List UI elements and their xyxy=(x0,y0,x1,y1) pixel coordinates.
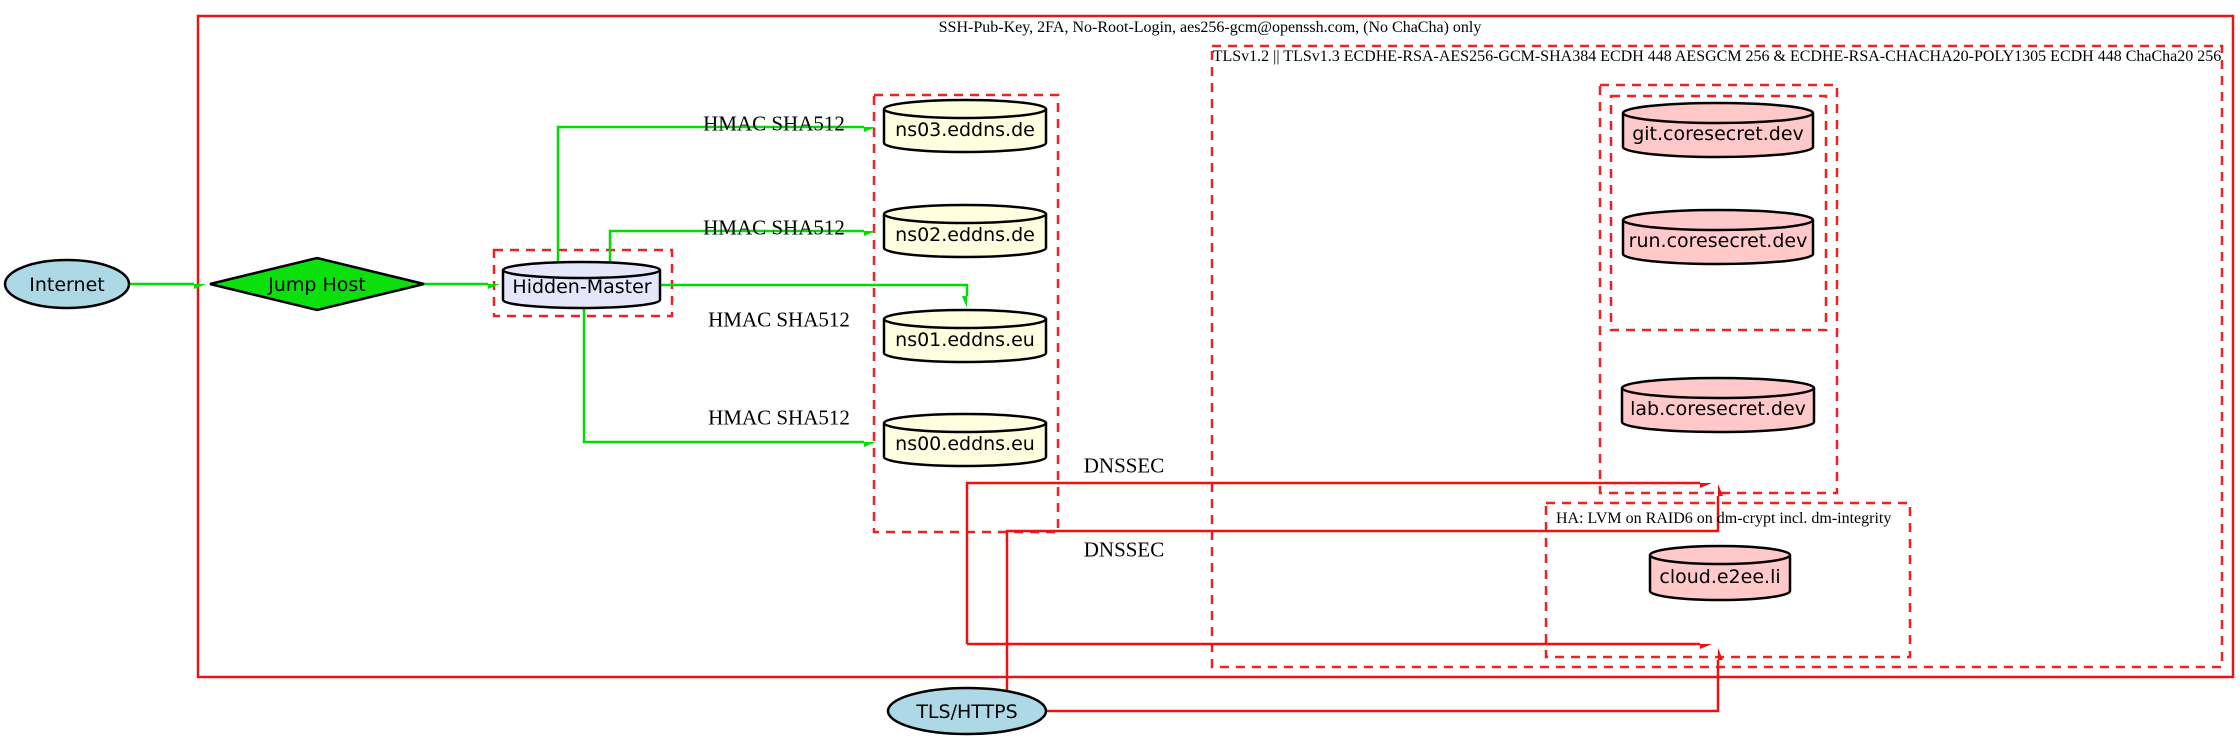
lab-node xyxy=(1620,376,1816,434)
edge-tls-to-ha xyxy=(1046,660,1718,713)
cloud-node xyxy=(1648,544,1792,602)
internet-node xyxy=(3,258,131,310)
run-node xyxy=(1621,208,1815,266)
ns01-node xyxy=(882,308,1048,364)
edge-hiddenmaster-to-ns00 xyxy=(582,307,864,442)
ns02-node xyxy=(882,203,1048,259)
git-node xyxy=(1621,101,1815,159)
ssh-cluster-box xyxy=(196,14,2235,679)
ns00-node xyxy=(882,412,1048,468)
edge-hiddenmaster-to-ns02 xyxy=(608,229,864,268)
edge-hiddenmaster-to-ns03 xyxy=(556,125,864,268)
coresecret-outer-cluster-box xyxy=(1598,83,1839,495)
edge-dnssec-to-coresecret xyxy=(965,481,1700,644)
tls-https-node xyxy=(886,686,1048,736)
hidden-master-cluster-box xyxy=(492,248,674,318)
edge-tls-to-coresecret xyxy=(1005,496,1718,690)
ha-cluster-box xyxy=(1544,501,1912,659)
ns03-node xyxy=(882,98,1048,154)
jump-host-node xyxy=(209,256,425,312)
hidden-master-node xyxy=(501,260,662,310)
edge-hiddenmaster-to-ns01 xyxy=(660,283,969,296)
